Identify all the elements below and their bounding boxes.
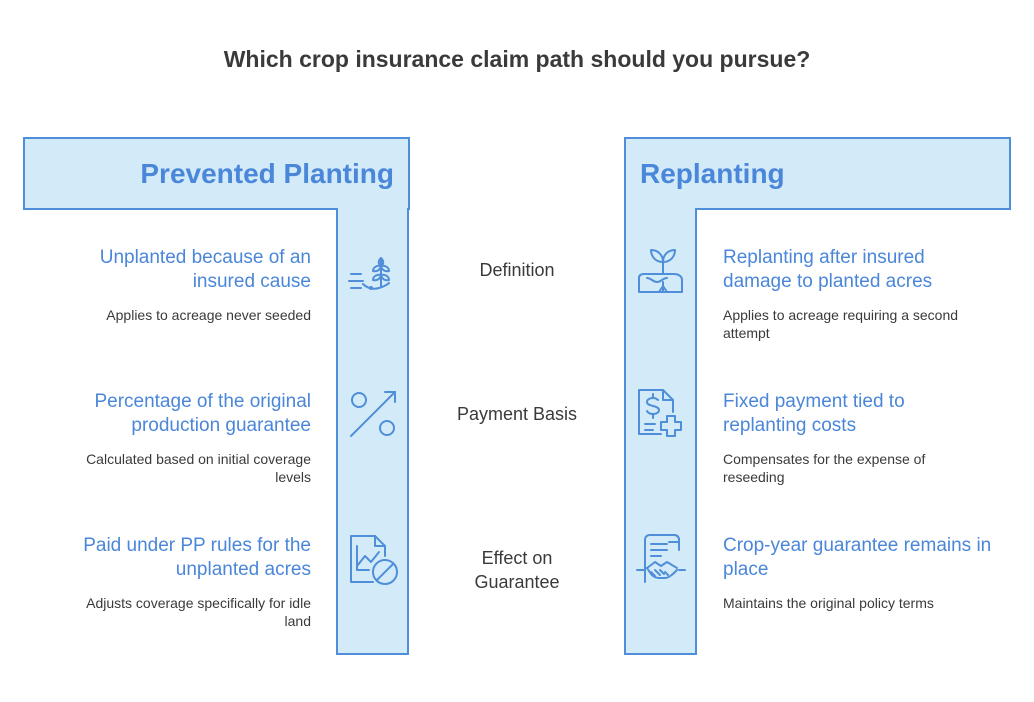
percent-icon [345, 386, 401, 442]
prevented-planting-header-label: Prevented Planting [140, 158, 394, 189]
prevented-payment-desc: Calculated based on initial coverage lev… [86, 451, 311, 485]
prevented-effect-title: Paid under PP rules for the unplanted ac… [83, 535, 311, 580]
prevented-definition-desc: Applies to acreage never seeded [106, 307, 311, 323]
replanting-header-label: Replanting [640, 158, 785, 189]
invoice-dollar-plus-icon [633, 386, 689, 442]
prevented-effect-desc: Adjusts coverage specifically for idle l… [86, 595, 311, 629]
replanting-definition-desc: Applies to acreage requiring a second at… [723, 307, 959, 341]
prevented-planting-column [336, 208, 409, 655]
criterion-payment-basis: Payment Basis [456, 404, 578, 424]
replanting-payment-title: Fixed payment tied to replanting costs [723, 391, 905, 436]
prevented-definition-title: Unplanted because of an insured cause [99, 247, 311, 292]
contract-handshake-icon [633, 532, 689, 588]
replanting-payment-desc: Compensates for the expense of reseeding [723, 451, 926, 485]
replanting-column [624, 208, 697, 655]
plant-in-tray-icon [633, 244, 689, 300]
page-title: Which crop insurance claim path should y… [223, 46, 811, 72]
replanting-effect-title: Crop-year guarantee remains in place [723, 535, 992, 580]
criterion-definition: Definition [479, 260, 555, 280]
replanting-effect-desc: Maintains the original policy terms [723, 595, 934, 611]
replanting-definition-title: Replanting after insured damage to plant… [723, 247, 933, 292]
replanting-header: Replanting [624, 137, 1011, 210]
prevented-planting-header: Prevented Planting [23, 137, 410, 210]
chart-document-blocked-icon [345, 532, 401, 588]
criterion-effect-on-guarantee-label: Effect on Guarantee [474, 548, 560, 592]
prevented-payment-title: Percentage of the original production gu… [94, 391, 311, 436]
criterion-effect-on-guarantee: Effect on Guarantee [420, 546, 614, 594]
sprout-in-hand-icon [345, 244, 401, 300]
